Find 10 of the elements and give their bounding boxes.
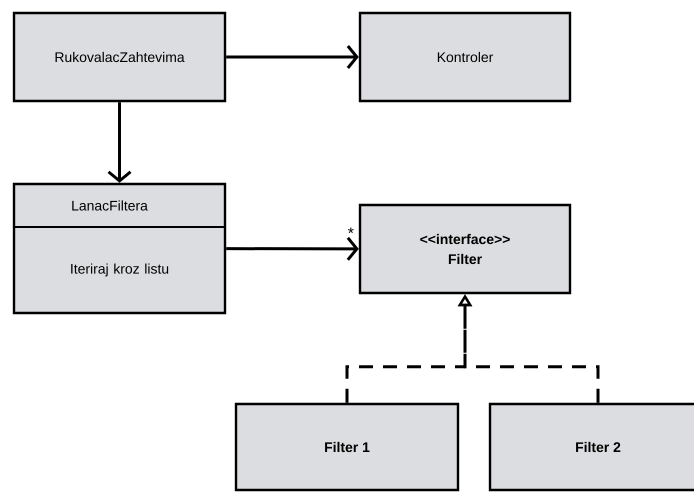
class-box: RukovalacZahtevima	[12, 12, 226, 102]
multiplicity-label: *	[348, 228, 354, 234]
class-box: Filter 2	[488, 402, 694, 492]
class-box: Kontroler	[358, 12, 572, 102]
arrow	[226, 45, 359, 69]
arrow	[108, 102, 132, 183]
class-box: <<interface>> Filter	[358, 204, 572, 294]
arrow	[226, 236, 359, 261]
class-box: Filter 1	[234, 402, 460, 492]
class-box: LanacFiltera Iteriraj kroz listu	[12, 182, 226, 314]
